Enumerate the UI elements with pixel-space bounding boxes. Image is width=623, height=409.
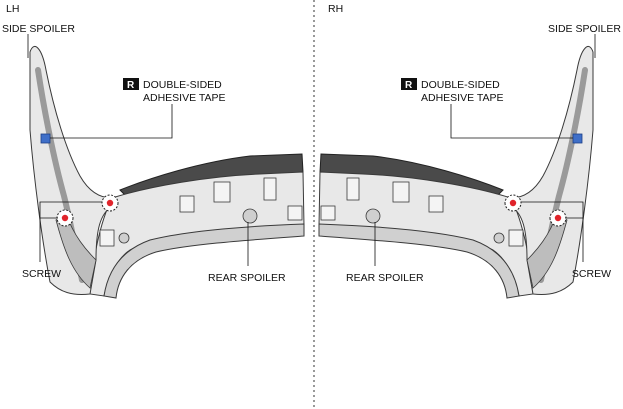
left-corner-shade bbox=[55, 213, 97, 289]
right-boss bbox=[508, 229, 524, 247]
left-side-label: LH bbox=[6, 3, 19, 15]
left-tape-label-1: DOUBLE-SIDED bbox=[143, 79, 222, 91]
left-rear-spoiler-flange bbox=[103, 223, 305, 299]
right-side-label: RH bbox=[328, 3, 343, 15]
right-corner-shade bbox=[526, 213, 568, 289]
left-boss bbox=[179, 195, 195, 213]
left-boss bbox=[213, 181, 231, 203]
right-screw-label: SCREW bbox=[572, 268, 611, 280]
left-tape-badge-bg bbox=[123, 78, 139, 90]
left-boss bbox=[287, 205, 303, 221]
right-tape-badge: R bbox=[405, 80, 413, 91]
right-screw-upper-dot bbox=[509, 199, 517, 207]
right-boss bbox=[428, 195, 444, 213]
left-boss bbox=[99, 229, 115, 247]
right-boss bbox=[346, 177, 360, 201]
right-screw-lower-dot bbox=[554, 214, 562, 222]
left-screw-lower-dot bbox=[61, 214, 69, 222]
left-tape-leader bbox=[50, 104, 173, 139]
left-tape-mark bbox=[40, 133, 51, 144]
right-rear-spoiler-flange bbox=[318, 223, 520, 299]
right-tape-label-2: ADHESIVE TAPE bbox=[421, 92, 503, 104]
left-screw-label: SCREW bbox=[22, 268, 61, 280]
right-boss bbox=[320, 205, 336, 221]
right-tape-leader bbox=[450, 104, 573, 139]
right-tape-badge-bg bbox=[401, 78, 417, 90]
right-panel: RH SIDE SPOILER R DOUBLE-SIDED ADHESIVE … bbox=[318, 3, 621, 299]
right-side-spoiler-label: SIDE SPOILER bbox=[548, 23, 621, 35]
left-rear-spoiler-label: REAR SPOILER bbox=[208, 272, 286, 284]
left-clip-hole bbox=[118, 232, 130, 244]
left-clip-hole bbox=[242, 208, 258, 224]
left-boss bbox=[263, 177, 277, 201]
right-tape-mark bbox=[572, 133, 583, 144]
right-screw-leader bbox=[521, 201, 584, 262]
left-panel: LH SIDE SPOILER R DOUBLE-SIDED ADHESIVE … bbox=[2, 3, 305, 299]
right-clip-hole bbox=[365, 208, 381, 224]
right-panel-art bbox=[318, 34, 596, 299]
left-screw-upper-dot bbox=[106, 199, 114, 207]
left-tape-badge: R bbox=[127, 80, 135, 91]
left-side-spoiler-label: SIDE SPOILER bbox=[2, 23, 75, 35]
left-screw-leader bbox=[39, 201, 102, 262]
right-rear-spoiler-label: REAR SPOILER bbox=[346, 272, 424, 284]
right-boss bbox=[392, 181, 410, 203]
right-tape-label-1: DOUBLE-SIDED bbox=[421, 79, 500, 91]
right-clip-hole bbox=[493, 232, 505, 244]
left-tape-label-2: ADHESIVE TAPE bbox=[143, 92, 225, 104]
